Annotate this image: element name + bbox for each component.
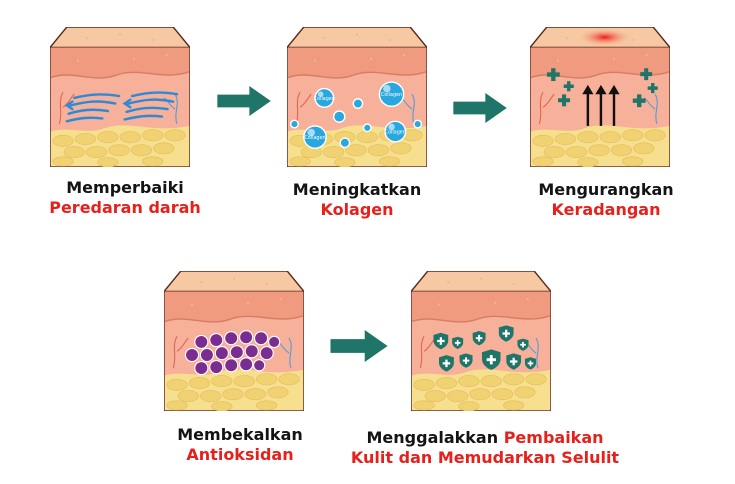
caption-line2: Peredaran darah: [49, 198, 201, 217]
caption-line1-part1: Menggalakkan: [366, 428, 504, 447]
caption-line1: Membekalkan: [177, 425, 303, 444]
caption-line1-part2: Pembaikan: [503, 428, 604, 447]
caption-blood-flow: Memperbaiki Peredaran darah: [40, 178, 210, 218]
caption-line1: Meningkatkan: [292, 180, 422, 199]
collagen-label: Collagen: [381, 92, 402, 98]
caption-line2: Antioksidan: [186, 445, 294, 464]
caption-collagen: Meningkatkan Kolagen: [272, 180, 442, 220]
collagen-bubble-icon: Collagen Collagen Collagen Collagen: [290, 81, 423, 150]
skin-tile-collagen: Collagen Collagen Collagen Collagen: [287, 26, 427, 168]
caption-line2: Kolagen: [320, 200, 394, 219]
right-arrow-icon: [216, 86, 272, 116]
antioxidant-molecule-icon: [184, 330, 281, 376]
skin-tile-repair: [411, 270, 551, 412]
blood-flow-icon: [64, 91, 179, 123]
collagen-label: Collagen: [314, 96, 335, 102]
caption-inflammation: Mengurangkan Keradangan: [516, 180, 696, 220]
caption-line2: Keradangan: [551, 200, 661, 219]
caption-antioxidant: Membekalkan Antioksidan: [155, 425, 325, 465]
skin-tile-inflammation: [530, 26, 670, 168]
collagen-label: Collagen: [385, 129, 406, 135]
skin-tile-antioxidant: [164, 270, 304, 412]
skin-tile-blood-flow: [50, 26, 190, 168]
caption-line2: Kulit dan Memudarkan Selulit: [350, 448, 620, 467]
caption-skin-repair: Menggalakkan Pembaikan Kulit dan Memudar…: [340, 428, 630, 468]
caption-line1: Mengurangkan: [538, 180, 674, 199]
collagen-label: Collagen: [304, 135, 325, 141]
inflammation-spot-icon: [576, 27, 633, 47]
caption-line1: Memperbaiki: [66, 178, 184, 197]
right-arrow-icon: [452, 93, 508, 123]
up-arrow-icon: [582, 84, 620, 126]
right-arrow-icon: [330, 330, 388, 362]
